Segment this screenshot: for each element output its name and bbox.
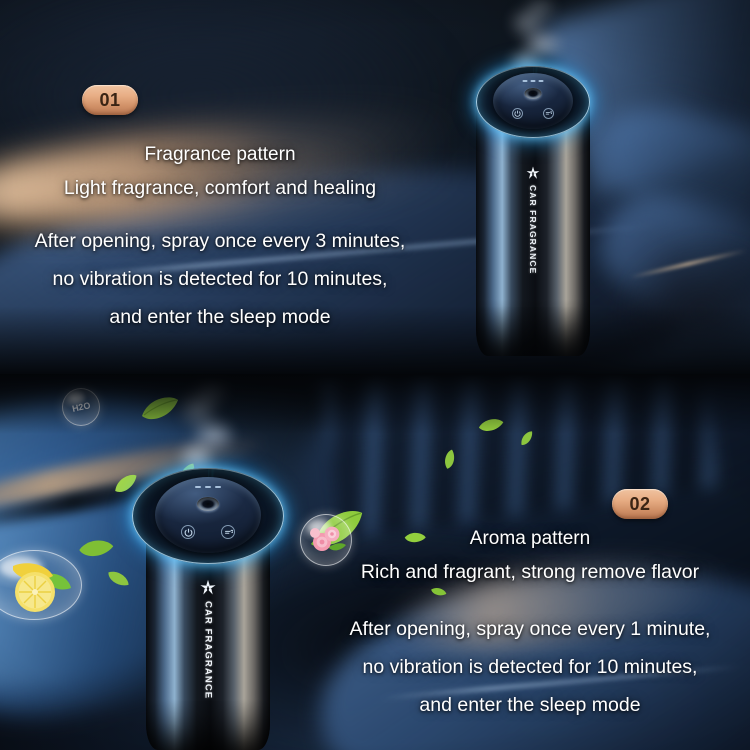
green-leaf-icon: [79, 540, 114, 556]
green-leaf-icon: [478, 419, 504, 431]
bottom-detail-line-3: and enter the sleep mode: [419, 694, 641, 716]
top-detail-line-1: After opening, spray once every 3 minute…: [34, 230, 406, 252]
flower-icon: [526, 166, 540, 180]
lemon-bubble-icon: [0, 550, 82, 620]
indicator-dots: [195, 486, 221, 488]
bottom-detail-line-1: After opening, spray once every 1 minute…: [349, 618, 711, 640]
top-right-leather: [598, 218, 750, 376]
h2o-bubble-icon: H2O: [62, 388, 100, 426]
power-icon[interactable]: [181, 525, 195, 539]
green-leaf-icon: [445, 449, 455, 469]
top-right-shadow: [562, 32, 750, 258]
top-leather-stitching: [629, 248, 747, 280]
lemon-slice-icon: [13, 563, 71, 612]
bottom-heading: Aroma pattern: [469, 528, 591, 549]
step-badge-02: 02: [612, 489, 668, 519]
device-brand-label: CAR FRAGRANCE: [202, 601, 214, 700]
diffuser-device-top: CAR FRAGRANCE: [462, 0, 604, 356]
top-detail-line-3: and enter the sleep mode: [109, 306, 331, 328]
device-control-face: [493, 73, 573, 129]
flower-icon: [200, 580, 216, 595]
device-top-cap: [476, 60, 590, 144]
bottom-copy-block: Aroma pattern Rich and fragrant, strong …: [310, 524, 750, 724]
panel-aroma-pattern: CAR FRAGRANCE: [0, 374, 750, 750]
top-detail-line-2: no vibration is detected for 10 minutes,: [52, 268, 388, 290]
bottom-top-fade: [0, 374, 750, 434]
top-right-door-panel-c: [588, 180, 750, 342]
device-button-row: [512, 108, 554, 119]
device-logo: CAR FRAGRANCE: [199, 578, 218, 700]
device-logo: CAR FRAGRANCE: [525, 165, 541, 274]
top-heading: Fragrance pattern: [144, 144, 296, 165]
top-right-door-panel-b: [586, 97, 750, 263]
device-button-row: [181, 525, 235, 539]
top-subheading: Light fragrance, comfort and healing: [63, 177, 377, 199]
device-brand-label: CAR FRAGRANCE: [528, 185, 538, 275]
panel-fragrance-pattern: CAR FRAGRANCE: [0, 0, 750, 376]
top-copy-block: Fragrance pattern Light fragrance, comfo…: [0, 140, 440, 336]
mist-mode-icon[interactable]: [221, 525, 235, 539]
device-control-face: [155, 477, 261, 553]
mist-nozzle: [197, 497, 219, 511]
mist-nozzle: [524, 88, 542, 99]
green-leaf-icon: [521, 431, 533, 445]
bottom-subheading: Rich and fragrant, strong remove flavor: [360, 561, 700, 583]
indicator-dots: [522, 80, 544, 82]
step-badge-01: 01: [82, 85, 138, 115]
device-top-cap: [132, 462, 284, 566]
bottom-detail-line-2: no vibration is detected for 10 minutes,: [362, 656, 698, 678]
power-icon[interactable]: [512, 108, 523, 119]
mist-mode-icon[interactable]: [543, 108, 554, 119]
green-leaf-icon: [108, 571, 129, 586]
diffuser-device-bottom: CAR FRAGRANCE: [114, 378, 302, 750]
